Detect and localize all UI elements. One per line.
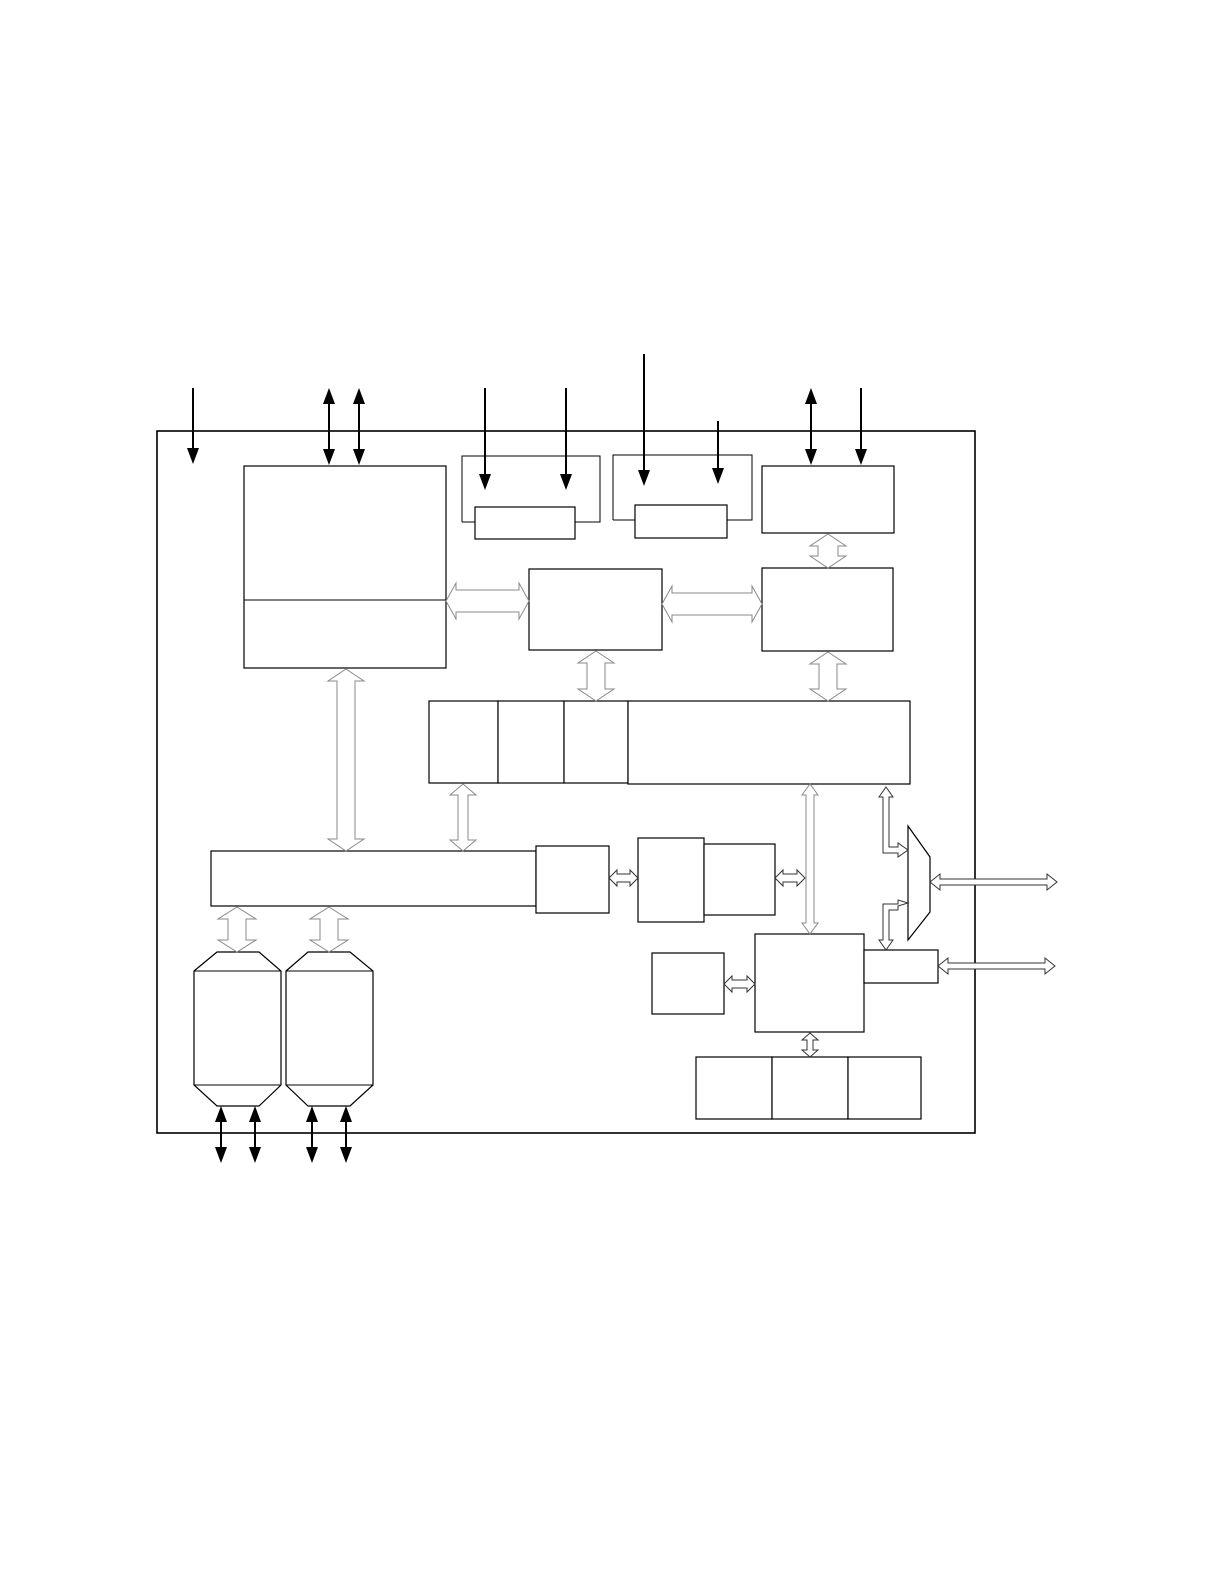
external-signal-arrows-top <box>187 354 867 490</box>
enclosure-b <box>612 454 753 521</box>
bus-cell-2 <box>497 700 565 784</box>
lower-controller-block <box>754 933 865 1033</box>
bus-cell-1 <box>428 700 499 784</box>
memory-bank-right <box>285 951 374 1107</box>
middle-block-left <box>637 837 705 923</box>
bottom-cell-3 <box>847 1056 922 1120</box>
bottom-cell-2 <box>771 1056 849 1120</box>
bottom-cell-1 <box>695 1056 773 1120</box>
bus-cell-3 <box>563 700 629 784</box>
mux-input-arrows <box>878 786 910 951</box>
internal-bus-arrows <box>216 533 1058 1058</box>
inner-block-b <box>634 504 728 539</box>
lower-port-block <box>863 949 939 984</box>
memory-bank-left <box>193 951 282 1107</box>
top-left-block <box>243 465 447 669</box>
bus-end-block <box>535 845 610 914</box>
bus-cell-4 <box>627 700 911 785</box>
center-block <box>528 568 663 651</box>
inner-block-a <box>474 506 576 540</box>
small-lower-block <box>651 952 725 1015</box>
right-center-block <box>761 567 894 652</box>
multiplexer <box>907 824 931 942</box>
long-bus-bar <box>210 850 537 907</box>
external-signal-arrows-bottom <box>215 1106 352 1163</box>
middle-block-right <box>703 843 776 916</box>
top-right-block <box>761 465 895 534</box>
enclosure-a <box>461 455 601 523</box>
